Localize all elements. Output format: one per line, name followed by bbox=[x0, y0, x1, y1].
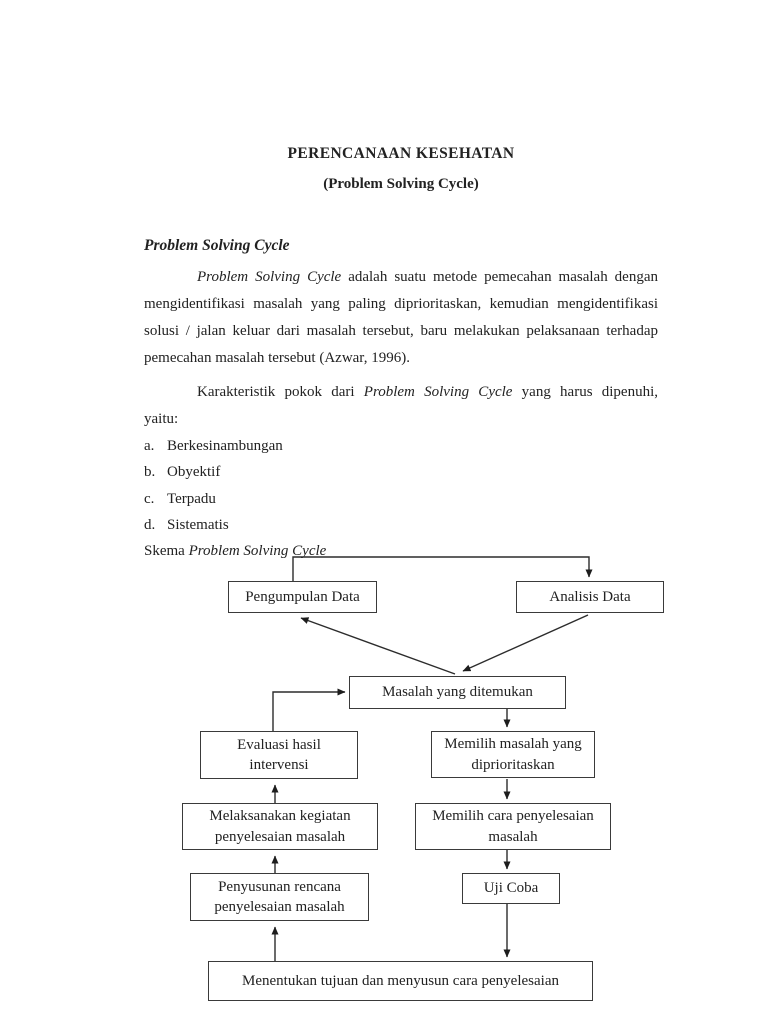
list-item-marker: b. bbox=[144, 464, 156, 481]
arrow-analisis-to-masalah bbox=[462, 614, 589, 672]
list-item-label: Sistematis bbox=[167, 516, 229, 533]
paragraph-definition-italic: Problem Solving Cycle bbox=[197, 269, 342, 285]
flowchart-node-memilih-cara: Memilih cara penyelesaian masalah bbox=[415, 803, 611, 850]
flowchart-node-evaluasi-hasil-intervensi: Evaluasi hasil intervensi bbox=[200, 731, 358, 779]
list-item-label: Terpadu bbox=[167, 490, 216, 507]
schema-caption-italic: Problem Solving Cycle bbox=[188, 543, 327, 560]
characteristics-list: a.Berkesinambungan b.Obyektif c.Terpadu … bbox=[144, 433, 658, 538]
text-column: PERENCANAAN KESEHATAN (Problem Solving C… bbox=[144, 140, 658, 564]
list-item-marker: a. bbox=[144, 438, 155, 454]
list-item: b. Obyektif bbox=[144, 459, 658, 485]
flowchart-node-masalah-yang-ditemukan: Masalah yang ditemukan bbox=[349, 676, 566, 709]
list-item: a. Berkesinambungan bbox=[144, 433, 658, 459]
list-item: d. Sistematis bbox=[144, 512, 658, 538]
arrow-evaluasi-to-masalah bbox=[272, 688, 346, 731]
flowchart-node-menentukan-tujuan: Menentukan tujuan dan menyusun cara peny… bbox=[208, 961, 593, 1001]
list-item-label: Obyektif bbox=[167, 464, 221, 481]
doc-subtitle: (Problem Solving Cycle) bbox=[323, 176, 479, 192]
arrow-masalah-to-pengumpulan bbox=[300, 617, 456, 675]
schema-caption: Skema Problem Solving Cycle bbox=[144, 538, 658, 564]
flowchart-node-analisis-data: Analisis Data bbox=[516, 581, 664, 613]
list-item: c. Terpadu bbox=[144, 486, 658, 512]
paragraph-characteristics: Karakteristik pokok dari Problem Solving… bbox=[144, 379, 658, 406]
arrow-pengumpulan-to-analisis bbox=[292, 556, 593, 581]
paragraph-characteristics-prefix: Karakteristik pokok dari bbox=[197, 384, 364, 400]
paragraph-definition: Problem Solving Cycle adalah suatu metod… bbox=[144, 264, 658, 372]
flowchart-node-uji-coba: Uji Coba bbox=[462, 873, 560, 904]
schema-caption-prefix: Skema bbox=[144, 543, 189, 560]
flowchart-node-penyusunan-rencana: Penyusunan rencana penyelesaian masalah bbox=[190, 873, 369, 921]
flowchart-node-memilih-masalah: Memilih masalah yang diprioritaskan bbox=[431, 731, 595, 778]
flowchart-node-melaksanakan-kegiatan: Melaksanakan kegiatan penyelesaian masal… bbox=[182, 803, 378, 850]
doc-title: PERENCANAAN KESEHATAN bbox=[287, 145, 515, 162]
flowchart-node-pengumpulan-data: Pengumpulan Data bbox=[228, 581, 377, 613]
section-heading: Problem Solving Cycle bbox=[144, 237, 290, 254]
paragraph-definition-rest: adalah suatu metode pemecahan masalah de… bbox=[144, 269, 658, 366]
list-item-marker: c. bbox=[144, 490, 155, 507]
paragraph-characteristics-italic: Problem Solving Cycle bbox=[363, 384, 513, 400]
list-item-label: Berkesinambungan bbox=[167, 438, 283, 454]
paragraph-characteristics-line2: yaitu: bbox=[144, 411, 179, 427]
list-item-marker: d. bbox=[144, 516, 156, 533]
paragraph-characteristics-suffix: yang harus dipenuhi, bbox=[512, 384, 659, 400]
